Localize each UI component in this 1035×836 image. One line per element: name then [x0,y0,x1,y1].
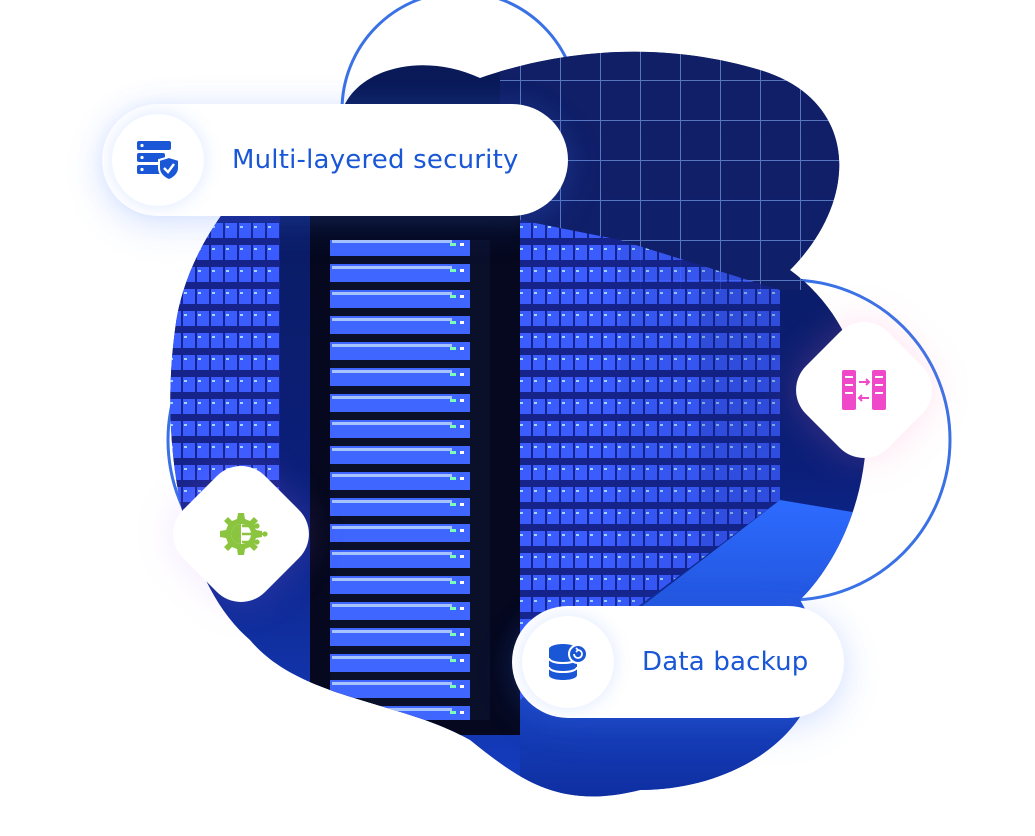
feature-pill-backup: Data backup [512,606,844,718]
badge-server-transfer [781,307,947,473]
server-transfer-icon [842,370,886,410]
gear-circuit-icon [220,513,268,555]
badge-gear-circuit [158,451,324,617]
feature-label-security: Multi-layered security [232,145,519,175]
feature-pill-security: Multi-layered security [102,104,568,216]
feature-label-backup: Data backup [642,647,809,677]
database-backup-icon [548,644,588,680]
server-shield-icon [137,141,180,182]
